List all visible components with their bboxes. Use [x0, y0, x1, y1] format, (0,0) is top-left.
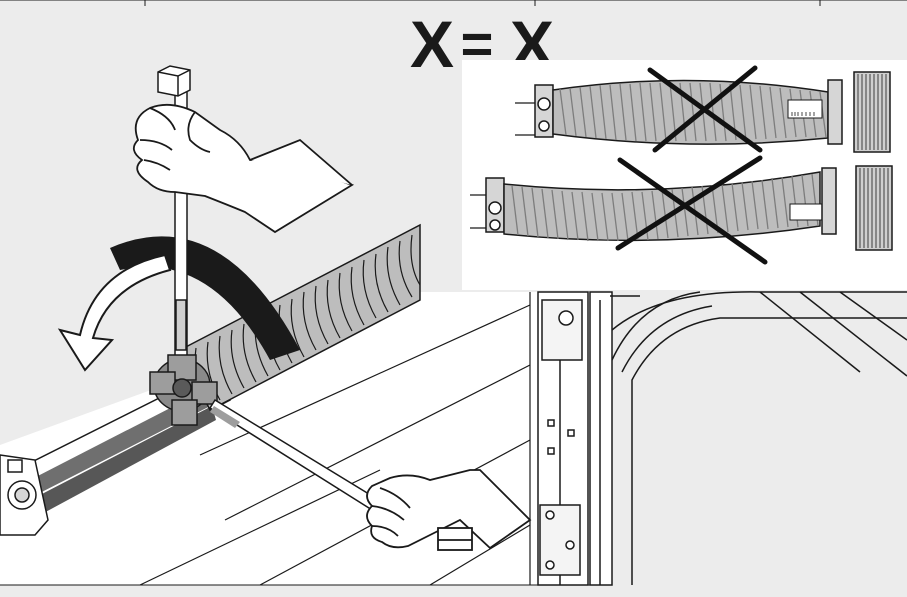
winding-cone: [149, 354, 218, 426]
upper-hand: [132, 103, 355, 234]
end-bracket: [0, 454, 49, 536]
spring-incorrect-1: [515, 71, 891, 153]
lower-hand: [366, 469, 532, 551]
top-border-ticks: [0, 0, 907, 6]
wrong-spring-inset: [462, 60, 907, 290]
x-cross-icon: [647, 65, 763, 153]
x-cross-icon: [615, 155, 768, 265]
heading-left-x: X: [410, 7, 454, 81]
spring-incorrect-2: [470, 165, 893, 251]
curved-arrow-icon: [57, 253, 172, 372]
door-scene: [0, 65, 907, 586]
horizontal-track: [610, 291, 907, 585]
vertical-track: [537, 291, 613, 586]
